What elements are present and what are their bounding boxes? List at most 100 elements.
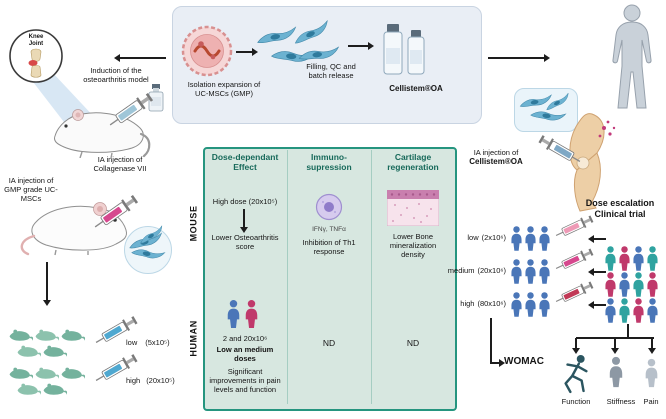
person-icon (647, 272, 658, 297)
outcome-function: Function (561, 397, 591, 406)
trial-dose-medium: medium (20x10⁶) (446, 266, 506, 275)
col-title-cartilage: Cartilage regeneration (387, 152, 439, 173)
arrow-function (575, 338, 577, 348)
dose-high-value: (20x10⁵) (146, 376, 175, 385)
arrow-to-dose-groups (46, 262, 48, 300)
row-label-human: HUMAN (188, 320, 199, 357)
filling-label: Filling, QC and batch release (306, 62, 356, 80)
green-mouse-icon (61, 329, 86, 341)
arrow-womac (490, 362, 499, 364)
person-icon (647, 298, 658, 323)
person-icon (539, 226, 550, 251)
immune-cell-icon (315, 193, 343, 221)
ia-injection-prefix: IA injection of (473, 148, 519, 157)
person-icon (245, 300, 258, 328)
person-icon (633, 246, 644, 271)
trial-dose-high-value: (80x10⁶) (477, 299, 506, 308)
ia-injection-product: Cellistem®OA (469, 157, 523, 166)
mouse-dose-high: high (20x10⁵) (126, 376, 175, 385)
person-icon (605, 272, 616, 297)
arrow-cells-to-vials (348, 45, 368, 47)
cartilage-histology-icon (387, 190, 439, 226)
trial-title: Dose escalation Clinical trial (585, 198, 655, 219)
person-icon (539, 259, 550, 284)
person-icon (605, 246, 616, 271)
trial-dose-medium-label: medium (447, 266, 475, 275)
nd-cartilage: ND (406, 338, 420, 348)
person-icon (619, 246, 630, 271)
product-label: Cellistem®OA (389, 84, 443, 93)
human-doses-bold: Low an medium doses (216, 345, 274, 363)
knee-joint-icon (9, 29, 63, 83)
mouse-high-dose-label: High dose (20x10⁵) (212, 197, 278, 206)
person-icon (633, 272, 644, 297)
isolation-label: Isolation expansion of UC-MSCs (GMP) (187, 80, 261, 98)
arrow-to-human (488, 57, 544, 59)
green-mouse-icon (17, 383, 42, 395)
outcome-stiffness: Stiffness (606, 397, 636, 406)
green-mouse-icon (9, 367, 34, 379)
human-improvement-result: Significant improvements in pain levels … (209, 367, 281, 394)
green-mouse-icon (17, 345, 42, 357)
human-silhouette (612, 4, 652, 109)
arrow-cord-to-cells (236, 51, 252, 53)
green-mouse-icon (43, 383, 68, 395)
cytokines-label: IFNγ, TNFα (312, 226, 346, 233)
arrow-stiffness (614, 338, 616, 348)
green-mouse-icon (35, 367, 60, 379)
dose-high-label: high (126, 376, 141, 385)
nd-immunosuppression: ND (322, 338, 336, 348)
matrix-divider (287, 150, 288, 404)
running-person-icon (564, 354, 588, 394)
green-mouse-icon (43, 345, 68, 357)
induction-label: Induction of the osteoarthritis model (83, 66, 149, 84)
leg-injection-icon (569, 113, 616, 212)
dose-low-label: low (126, 338, 138, 347)
person-icon (511, 259, 522, 284)
human-dose-label: 2 and 20x10⁶ (222, 334, 268, 343)
trial-dose-low-label: low (467, 233, 479, 242)
person-icon (511, 226, 522, 251)
person-icon (619, 298, 630, 323)
person-icon (605, 298, 616, 323)
trial-dose-high: high (80x10⁶) (446, 299, 506, 308)
trial-dose-low: low (2x10⁶) (446, 233, 506, 242)
trial-dose-high-label: high (460, 299, 475, 308)
person-icon (647, 246, 658, 271)
bone-mineralization-result: Lower Bone mineralization density (389, 232, 437, 259)
line-to-womac (490, 318, 492, 363)
arrow-pain (651, 338, 653, 348)
collagenase-vial-icon (148, 84, 164, 112)
col-title-immunosuppression: Immuno-supression (306, 152, 352, 173)
trial-dose-medium-value: (20x10⁶) (477, 266, 506, 275)
arrow-dose-result (243, 209, 245, 227)
person-icon (511, 292, 522, 317)
person-icon (619, 272, 630, 297)
outcome-pain: Pain (643, 397, 659, 406)
arrow-to-mouse-model (120, 57, 166, 59)
row-label-mouse: MOUSE (188, 205, 199, 242)
person-icon (525, 292, 536, 317)
gmp-injection-label: IA injection of GMP grade UC-MSCs (4, 176, 58, 203)
col-title-dose-effect: Dose-dependant Effect (211, 152, 279, 173)
green-mouse-icon (61, 367, 86, 379)
dose-low-value: (5x10⁵) (145, 338, 170, 347)
green-mouse-icon (9, 329, 34, 341)
matrix-divider (371, 150, 372, 404)
pain-person-icon (645, 358, 658, 388)
arrow-group-to-medium (594, 271, 606, 273)
person-icon (633, 298, 644, 323)
knee-joint-label: Knee Joint (28, 34, 44, 47)
person-icon (227, 300, 240, 328)
person-icon (525, 226, 536, 251)
umbilical-cord-icon (181, 25, 233, 77)
arrow-group-to-high (594, 304, 606, 306)
womac-label: WOMAC (504, 356, 544, 367)
th1-inhibition-result: Inhibition of Th1 response (302, 238, 356, 256)
arrow-group-to-low (594, 238, 606, 240)
line-cohort-down (627, 324, 629, 338)
standing-person-icon (609, 356, 623, 388)
mouse-oa-score-result: Lower Osteoarthritis score (211, 233, 279, 251)
person-icon (525, 259, 536, 284)
